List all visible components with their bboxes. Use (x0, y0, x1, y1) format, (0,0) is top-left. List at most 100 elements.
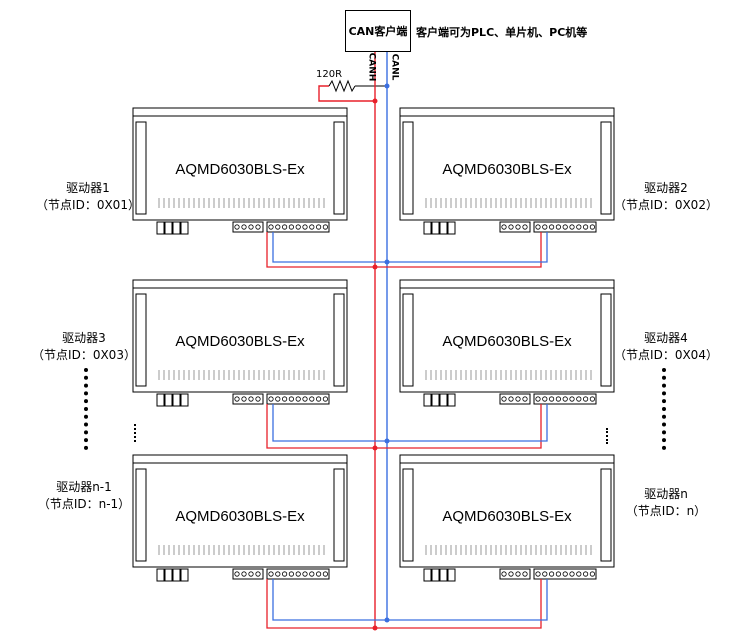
connector-pin (275, 224, 281, 230)
continuation-dots-left-small (134, 424, 138, 442)
driver-right-flange (333, 121, 345, 215)
driver-3-label: 驱动器3 （节点ID：0X03） (24, 330, 144, 364)
connector-pin (281, 571, 288, 577)
connector-pin (522, 224, 528, 230)
power-terminal (180, 393, 189, 407)
connector-pin (255, 224, 261, 230)
connector-pin (255, 396, 261, 402)
canl-branch (272, 579, 548, 621)
connector-pin (569, 224, 575, 230)
signal-connector (499, 568, 531, 580)
canh-branch (266, 232, 542, 268)
driver-housing (399, 279, 615, 393)
connector-pin (302, 571, 308, 577)
connector-pin (275, 571, 281, 577)
driver-unit: AQMD6030BLS-Ex (132, 107, 348, 235)
canh-junction (372, 445, 378, 451)
driver-model-label: AQMD6030BLS-Ex (442, 333, 572, 350)
driver-right-flange (333, 468, 345, 562)
connector-pin (582, 396, 589, 402)
connector-pin (295, 396, 301, 402)
power-terminal (423, 393, 432, 407)
signal-connector (232, 221, 264, 233)
driver-n-name: 驱动器n (644, 487, 688, 501)
canl-junction (384, 259, 390, 265)
connector-pin (315, 224, 322, 230)
connector-pin (576, 224, 582, 230)
driver-1-node-id: （节点ID：0X01） (36, 198, 140, 212)
power-terminal (439, 221, 448, 235)
connector-pin (548, 224, 555, 230)
connector-pin (582, 571, 589, 577)
connector-pin (569, 396, 575, 402)
connector-pin (548, 396, 555, 402)
connector-pin (535, 571, 541, 577)
driver-housing (132, 107, 348, 221)
canh-label: CANH (366, 52, 377, 82)
connector-pin (562, 396, 568, 402)
connector-pin (309, 396, 315, 402)
connector-pin (515, 396, 521, 402)
driver-left-flange (135, 293, 147, 387)
continuation-dots-right-small (606, 428, 610, 444)
connector-pin (589, 571, 596, 577)
driver-1-name: 驱动器1 (66, 181, 110, 195)
connector-pin (275, 396, 281, 402)
connector-pin (508, 224, 514, 230)
connector-pin (522, 396, 528, 402)
connector-pin (268, 396, 274, 402)
power-terminal (447, 221, 456, 235)
driver-left-flange (135, 468, 147, 562)
power-terminal (172, 568, 181, 582)
driver-2-label: 驱动器2 （节点ID：0X02） (606, 180, 726, 214)
power-terminal (439, 568, 448, 582)
driver-n-minus-1-node-id: （节点ID：n-1） (37, 497, 131, 511)
canl-branch (272, 232, 548, 263)
connector-pin (302, 224, 308, 230)
canh-branch (266, 404, 542, 449)
connector-pin (309, 224, 315, 230)
connector-pin (569, 571, 575, 577)
connector-pin (508, 396, 514, 402)
continuation-dots-left (84, 368, 92, 450)
connector-pin (562, 224, 568, 230)
power-terminal (431, 568, 440, 582)
can-client-label: CAN客户端 (348, 25, 408, 38)
connector-pin (555, 396, 562, 402)
connector-pin (322, 224, 328, 230)
signal-connector (499, 393, 531, 405)
connector-pin (555, 224, 562, 230)
driver-unit: AQMD6030BLS-Ex (399, 454, 615, 582)
connector-pin (234, 396, 240, 402)
terminator-resistor (318, 79, 388, 102)
canh-junction (372, 264, 378, 270)
driver-right-flange (600, 293, 612, 387)
connector-pin (322, 396, 328, 402)
connector-pin (255, 571, 261, 577)
driver-housing (132, 454, 348, 568)
canh-junction (372, 98, 378, 104)
connector-pin (241, 224, 247, 230)
power-terminal (423, 221, 432, 235)
connector-pin (281, 224, 288, 230)
connector-pin (281, 396, 288, 402)
connector-pin (576, 396, 582, 402)
can-client-note: 客户端可为PLC、单片机、PC机等 (416, 26, 588, 39)
connector-pin (515, 571, 521, 577)
connector-pin (268, 224, 274, 230)
connector-pin (241, 396, 247, 402)
signal-connector (232, 393, 264, 405)
connector-pin (288, 224, 294, 230)
connector-pin (248, 224, 254, 230)
driver-housing (399, 454, 615, 568)
driver-left-flange (135, 121, 147, 215)
power-terminal (431, 393, 440, 407)
connector-pin (582, 224, 589, 230)
resistor-zigzag (328, 79, 356, 93)
connector-pin (562, 571, 568, 577)
driver-model-label: AQMD6030BLS-Ex (175, 161, 305, 178)
connector-pin (241, 571, 247, 577)
signal-connector (232, 568, 264, 580)
power-terminal (180, 568, 189, 582)
